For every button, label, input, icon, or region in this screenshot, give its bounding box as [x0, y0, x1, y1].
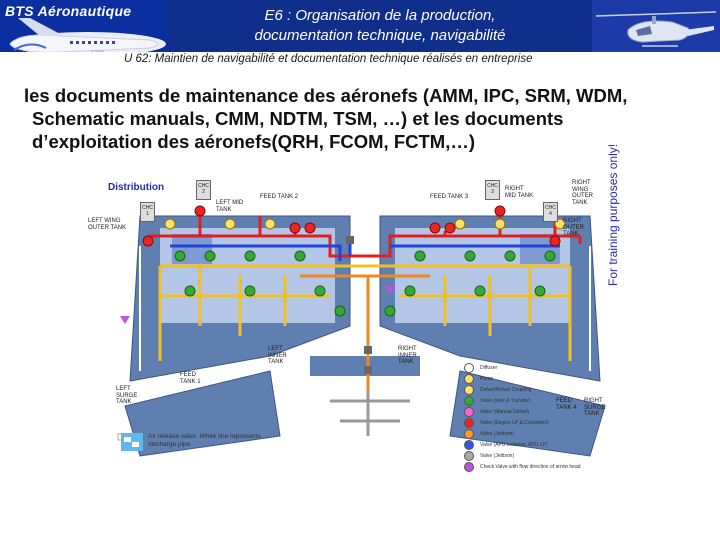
legend-item: Pump — [464, 373, 594, 384]
label-feed-tank-2: FEED TANK 2 — [260, 194, 298, 201]
label-left-surge-tank: LEFT SURGE TANK — [116, 386, 146, 406]
chc2-label: CHC 2 — [198, 183, 209, 195]
chc4-label: CHC 4 — [545, 205, 556, 217]
label-right-mid-tank: RIGHT MID TANK — [505, 186, 535, 199]
page-title-line2: documentation technique, navigabilité — [168, 26, 592, 46]
chc2-box: CHC 2 — [196, 180, 211, 200]
legend-symbol — [464, 429, 474, 439]
legend-item: Valve (Jettison) — [464, 450, 594, 461]
legend-label: Diffuser — [480, 365, 497, 371]
label-right-outer-tank: RIGHT OUTER TANK — [563, 218, 593, 238]
legend-label: Valve (Jettison) — [480, 453, 514, 459]
label-left-inner-tank: LEFT INNER TANK — [268, 346, 298, 366]
legend-item: Valve (Engine LP & Crossfeed) — [464, 417, 594, 428]
page-title-line1: E6 : Organisation de la production, — [168, 6, 592, 26]
label-feed-tank-1: FEED TANK 1 — [180, 372, 210, 385]
legend-symbol — [464, 462, 474, 472]
legend-symbol — [464, 407, 474, 417]
paragraph-line-3: d’exploitation des aéronefs(QRH, FCOM, F… — [24, 130, 704, 153]
legend-label: Defuel/Refuel Coupling — [480, 387, 531, 393]
legend-label: Valve (Manual Defuel) — [480, 409, 529, 415]
legend-item: Defuel/Refuel Coupling — [464, 384, 594, 395]
training-watermark: For training purposes only! — [606, 144, 620, 286]
legend-item: Valve (Inlet & Transfer) — [464, 395, 594, 406]
legend-label: Valve (Jettison) — [480, 431, 514, 437]
legend-label: Valve (Inlet & Transfer) — [480, 398, 531, 404]
legend-label: Pump — [480, 376, 493, 382]
legend-item: Valve (APU Isolation, APU LP) — [464, 439, 594, 450]
legend-symbol — [464, 363, 474, 373]
air-release-valve-icon — [120, 432, 144, 452]
chc1-label: CHC 1 — [142, 205, 153, 217]
legend-symbol — [464, 418, 474, 428]
diagram-title: Distribution — [108, 182, 164, 193]
legend-label: Valve (Engine LP & Crossfeed) — [480, 420, 549, 426]
chc3-box: CHC 3 — [485, 180, 500, 200]
legend-symbol — [464, 374, 474, 384]
label-right-wing-outer-tank: RIGHT WING OUTER TANK — [572, 180, 602, 206]
legend-item: Valve (Jettison) — [464, 428, 594, 439]
main-paragraph: les documents de maintenance des aéronef… — [24, 84, 704, 153]
legend-item: Check Valve with flow direction of arrow… — [464, 461, 594, 472]
paragraph-line-1: les documents de maintenance des aéronef… — [24, 84, 704, 107]
chc1-box: CHC 1 — [140, 202, 155, 222]
chc4-box: CHC 4 — [543, 202, 558, 222]
legend-symbol — [464, 385, 474, 395]
legend-item: Valve (Manual Defuel) — [464, 406, 594, 417]
air-release-note: Air release valve. White line represents… — [120, 432, 270, 456]
air-release-note-text: Air release valve. White line represents… — [148, 433, 278, 448]
chc3-label: CHC 3 — [487, 183, 498, 195]
legend-symbol — [464, 396, 474, 406]
legend-item: Diffuser — [464, 362, 594, 373]
label-left-mid-tank: LEFT MID TANK — [216, 200, 246, 213]
legend-symbol — [464, 440, 474, 450]
brand-label: BTS Aéronautique — [5, 3, 131, 19]
label-feed-tank-3: FEED TANK 3 — [430, 194, 468, 201]
legend-label: Valve (APU Isolation, APU LP) — [480, 442, 547, 448]
title-block: E6 : Organisation de la production, docu… — [168, 0, 592, 52]
legend-label: Check Valve with flow direction of arrow… — [480, 464, 581, 470]
fuel-distribution-diagram: Distribution CHC 2 CHC 1 CHC 3 CHC 4 LEF… — [100, 176, 630, 476]
legend-symbol — [464, 451, 474, 461]
label-left-outer-tank: LEFT WING OUTER TANK — [88, 218, 128, 231]
paragraph-line-2: Schematic manuals, CMM, NDTM, TSM, …) et… — [24, 107, 704, 130]
label-right-inner-tank: RIGHT INNER TANK — [398, 346, 428, 366]
page-subtitle: U 62: Maintien de navigabilité et docume… — [124, 53, 624, 65]
